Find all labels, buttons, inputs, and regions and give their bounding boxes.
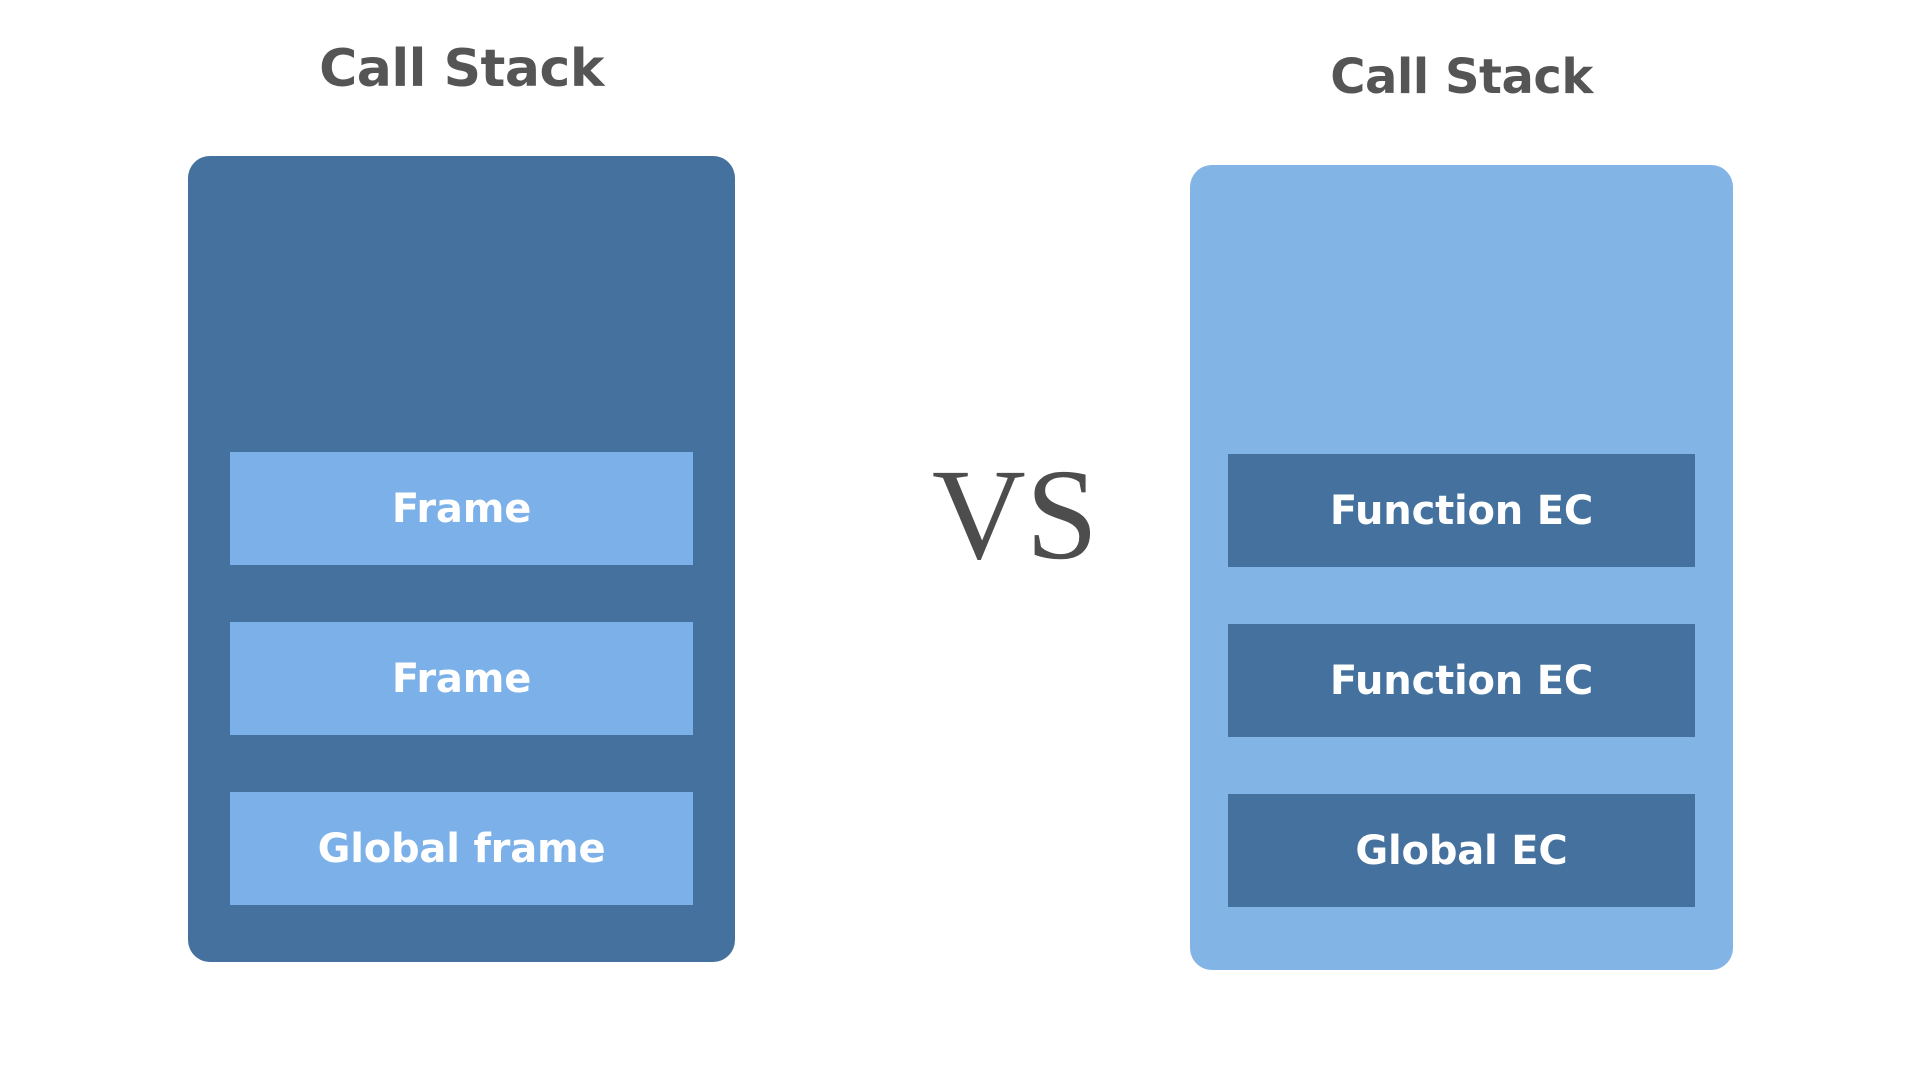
- left-stack-global-frame: Global frame: [230, 792, 693, 905]
- right-stack-function-ec: Function EC: [1228, 624, 1695, 737]
- left-stack-title: Call Stack: [319, 39, 604, 99]
- right-call-stack-panel: Function EC Function EC Global EC: [1190, 165, 1733, 970]
- right-stack-title: Call Stack: [1330, 49, 1593, 105]
- right-stack-function-ec-label: Function EC: [1329, 657, 1594, 704]
- right-stack-function-ec-label: Function EC: [1329, 487, 1594, 534]
- left-stack-frame: Frame: [230, 452, 693, 565]
- left-stack-frame: Frame: [230, 622, 693, 735]
- right-stack-global-ec-label: Global EC: [1355, 827, 1568, 874]
- vs-divider-label: VS: [931, 443, 1099, 587]
- left-call-stack-panel: Frame Frame Global frame: [188, 156, 735, 962]
- left-stack-frame-label: Frame: [391, 485, 532, 532]
- left-stack-frame-label: Frame: [391, 655, 532, 702]
- right-stack-global-ec: Global EC: [1228, 794, 1695, 907]
- right-stack-function-ec: Function EC: [1228, 454, 1695, 567]
- left-stack-global-frame-label: Global frame: [317, 825, 606, 872]
